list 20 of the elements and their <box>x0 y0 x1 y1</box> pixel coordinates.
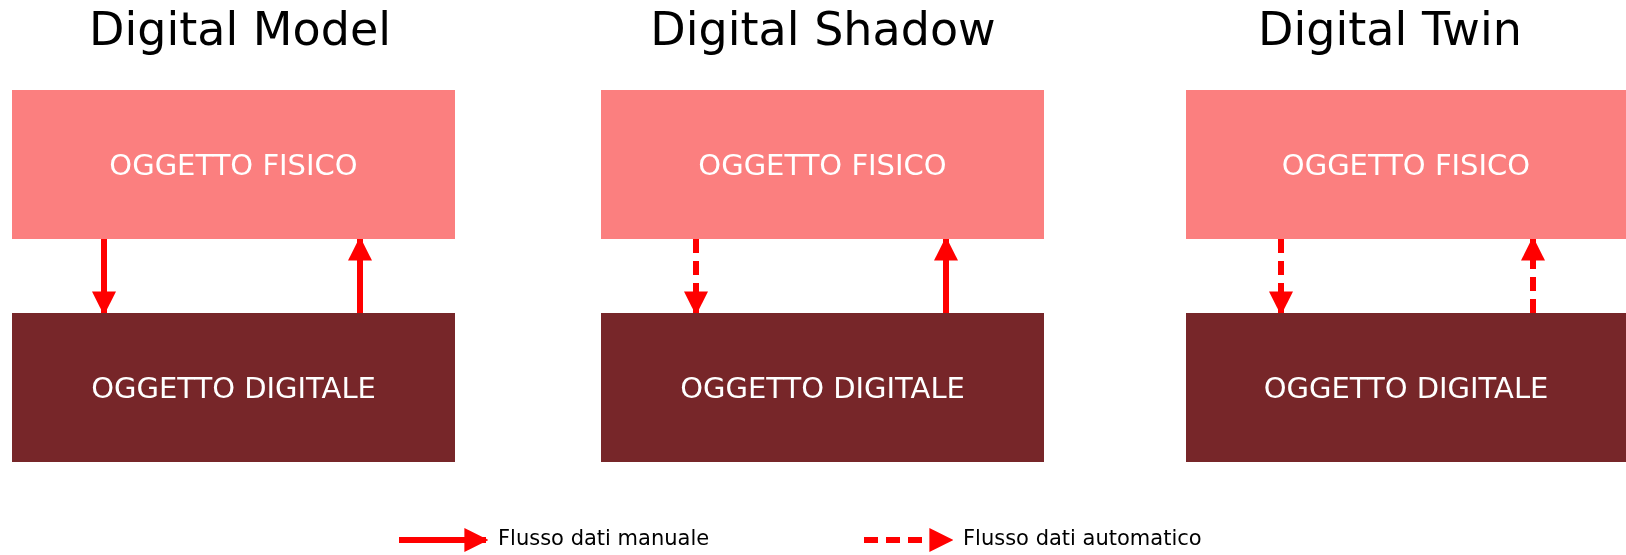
box-label: OGGETTO DIGITALE <box>1263 370 1549 405</box>
box-label: OGGETTO FISICO <box>1281 147 1531 182</box>
box-label: OGGETTO DIGITALE <box>91 370 376 405</box>
object-box <box>601 90 1044 239</box>
object-box <box>601 313 1044 462</box>
arrow <box>684 239 708 316</box>
box-label: OGGETTO FISICO <box>109 147 358 182</box>
object-box <box>1186 313 1626 462</box>
object-box <box>1186 90 1626 239</box>
legend-label: Flusso dati manuale <box>498 526 710 550</box>
panel-title: Digital Twin <box>1258 2 1522 56</box>
arrow <box>1269 239 1293 316</box>
arrow <box>92 239 116 316</box>
panel-title: Digital Model <box>89 2 391 56</box>
object-box <box>12 90 455 239</box>
object-box <box>12 313 455 462</box>
panel-title: Digital Shadow <box>650 2 996 56</box>
legend-label: Flusso dati automatico <box>963 526 1202 550</box>
box-label: OGGETTO DIGITALE <box>680 370 965 405</box>
box-label: OGGETTO FISICO <box>698 147 947 182</box>
